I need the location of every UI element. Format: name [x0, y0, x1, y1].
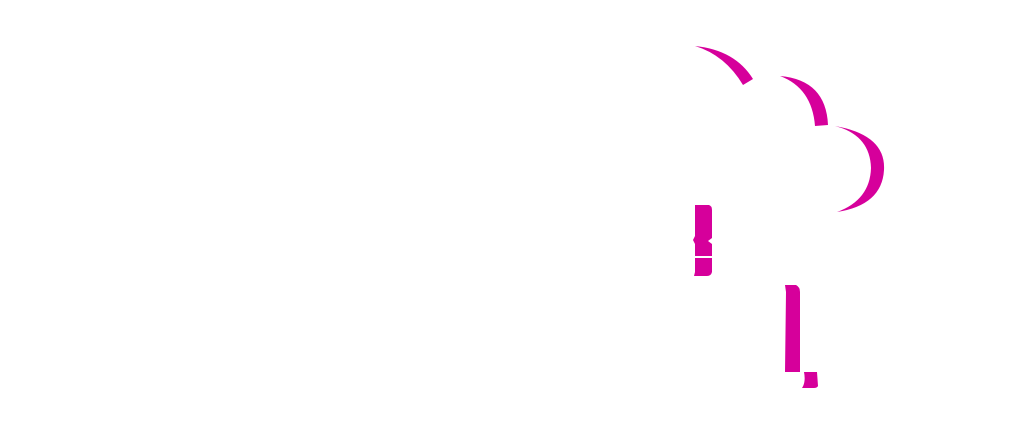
crescent-shapes — [695, 46, 885, 212]
bar-shapes — [693, 205, 818, 388]
crescent-middle — [780, 76, 828, 126]
bar-left-upper — [693, 205, 712, 256]
crescent-right — [835, 126, 885, 212]
bar-left-lower — [694, 258, 712, 276]
bar-right-foot — [802, 372, 818, 388]
bar-right — [785, 285, 800, 372]
crescent-top — [695, 46, 753, 85]
